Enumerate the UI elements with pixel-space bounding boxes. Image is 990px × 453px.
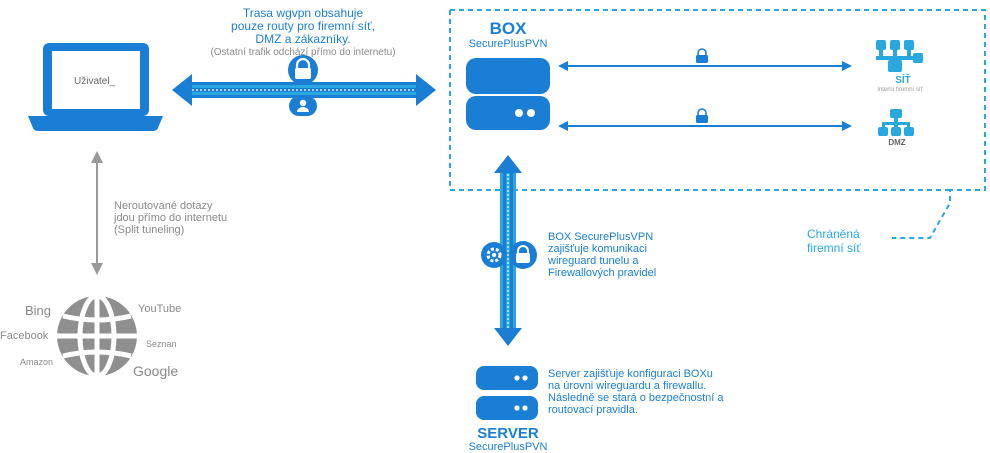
internet-bing: Bing bbox=[25, 303, 52, 318]
server-icon bbox=[476, 366, 538, 420]
network-sit-icon bbox=[876, 40, 923, 72]
box-note-line3: wireguard tunelu a bbox=[548, 255, 639, 267]
server-heading: SERVER SecurePlusPVN bbox=[458, 426, 558, 453]
sit-sublabel: Interní firemní síť bbox=[877, 87, 923, 93]
arrow-box-sit bbox=[558, 48, 852, 71]
split-tunnel-arrow bbox=[91, 151, 103, 275]
server-title: SERVER bbox=[477, 425, 539, 442]
sit-label: SÍŤ bbox=[895, 75, 911, 86]
tunnel-user-icon bbox=[289, 96, 317, 116]
server-subtitle: SecurePlusPVN bbox=[468, 441, 548, 453]
internet-youtube: YouTube bbox=[138, 303, 182, 315]
box-subtitle: SecurePlusPVN bbox=[468, 38, 548, 50]
network-dmz-icon bbox=[878, 109, 914, 136]
box-lock-icon bbox=[509, 241, 537, 269]
internet-facebook: Facebook bbox=[0, 330, 49, 342]
dmz-label: DMZ bbox=[888, 138, 906, 147]
split-note-line2: jdou přímo do internetu bbox=[114, 212, 228, 224]
server-note-line2: na úrovni wireguardu a firewallu. bbox=[548, 380, 707, 392]
vpn-tunnel-arrow bbox=[172, 74, 436, 106]
tunnel-note-line1: Trasa wgvpn obsahuje bbox=[242, 6, 364, 20]
box-heading: BOX SecurePlusPVN bbox=[458, 20, 558, 51]
server-note-line3: Následně se stará o bezpečnostní a bbox=[548, 392, 724, 404]
box-note-line4: Firewallových pravidel bbox=[548, 267, 657, 279]
split-note-line3: (Split tuneling) bbox=[114, 224, 185, 236]
protected-line2: firemní síť bbox=[807, 241, 861, 255]
protected-line1: Chráněná bbox=[807, 227, 860, 241]
tunnel-note-line2: pouze routy pro firemní síť, bbox=[231, 19, 375, 33]
laptop-icon bbox=[28, 43, 163, 131]
gear-icon bbox=[481, 242, 507, 268]
protected-network-label: Chráněná firemní síť bbox=[807, 227, 861, 255]
tunnel-lock-icon bbox=[288, 55, 318, 85]
box-note-line1: BOX SecurePlusVPN bbox=[548, 231, 654, 243]
box-title: BOX bbox=[489, 19, 527, 38]
box-note-line2: zajišťuje komunikaci bbox=[548, 243, 647, 255]
box-note: BOX SecurePlusVPN zajišťuje komunikaci w… bbox=[548, 231, 656, 279]
server-note-line1: Server zajišťuje konfiguraci BOXu bbox=[548, 368, 713, 380]
split-note-line1: Neroutované dotazy bbox=[114, 200, 213, 212]
internet-amazon: Amazon bbox=[20, 357, 54, 367]
box-device-icon bbox=[466, 58, 550, 130]
tunnel-note-line3: DMZ a zákazníky. bbox=[255, 32, 351, 46]
laptop-label: Uživatel_ bbox=[74, 76, 116, 87]
arrow-box-dmz bbox=[558, 108, 852, 131]
internet-google: Google bbox=[133, 363, 179, 379]
tunnel-note-line4: (Ostatní trafik odchází přímo do interne… bbox=[210, 47, 396, 58]
internet-globe-icon bbox=[57, 293, 137, 379]
tunnel-note: Trasa wgvpn obsahuje pouze routy pro fir… bbox=[188, 7, 418, 59]
server-note-line4: routovací pravidla. bbox=[548, 404, 638, 416]
server-note: Server zajišťuje konfiguraci BOXu na úro… bbox=[548, 368, 724, 416]
internet-seznan: Seznan bbox=[146, 339, 177, 349]
split-tunnel-note: Neroutované dotazy jdou přímo do interne… bbox=[114, 200, 227, 236]
